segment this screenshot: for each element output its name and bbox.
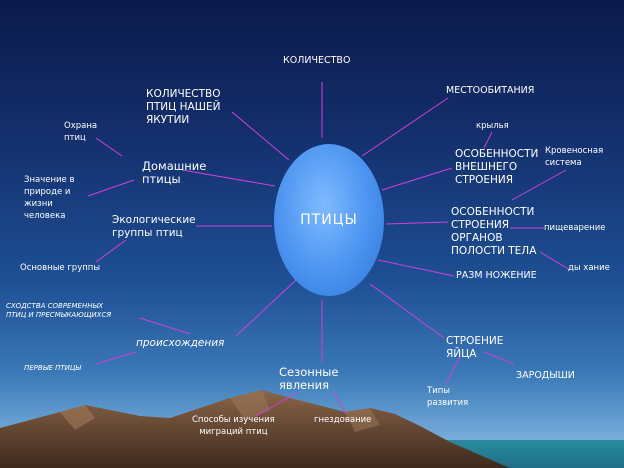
node-dykhanie[interactable]: ды хание bbox=[568, 263, 610, 273]
center-label: ПТИЦЫ bbox=[300, 212, 358, 228]
connector-mestoobitaniya bbox=[361, 97, 449, 157]
connector-kolichestvo-yakutii bbox=[231, 111, 290, 161]
node-krovenosnaya[interactable]: Кровеносная система bbox=[545, 146, 604, 168]
node-stroenie-yaytsa[interactable]: СТРОЕНИЕ ЯЙЦА bbox=[446, 335, 504, 360]
node-kolichestvo-yakutii[interactable]: КОЛИЧЕСТВО ПТИЦ НАШЕЙ ЯКУТИИ bbox=[146, 88, 221, 126]
node-zarodyshi[interactable]: ЗАРОДЫШИ bbox=[516, 370, 575, 381]
connector-proiskhozhdeniya bbox=[235, 279, 297, 337]
connector-stroenie bbox=[369, 283, 445, 339]
connector-okhrana bbox=[95, 137, 123, 157]
connector-krylya bbox=[483, 131, 493, 149]
node-tipy-razvitiya[interactable]: Типы развития bbox=[427, 386, 469, 408]
connector-vneshnego bbox=[381, 167, 453, 191]
node-mestoobitaniya[interactable]: МЕСТООБИТАНИЯ bbox=[446, 85, 535, 96]
node-pervye-ptitsy[interactable]: ПЕРВЫЕ ПТИЦЫ bbox=[24, 364, 82, 372]
node-proiskhozhdeniya[interactable]: происхождения bbox=[136, 337, 225, 349]
node-znachenie[interactable]: Значение в природе и жизни человека bbox=[24, 175, 75, 221]
connector-znachenie bbox=[87, 179, 135, 197]
connector-sposoby bbox=[255, 391, 299, 417]
node-skhodstva[interactable]: СХОДСТВА СОВРЕМЕННЫХ ПТИЦ И ПРЕСМЫКАЮЩИХ… bbox=[6, 302, 112, 319]
node-sezonnye[interactable]: Сезонные явления bbox=[279, 365, 339, 392]
connector-polosti bbox=[385, 221, 449, 225]
connector-osnovnye bbox=[95, 239, 127, 263]
node-kolichestvo[interactable]: КОЛИЧЕСТВО bbox=[283, 55, 351, 66]
connector-gnezdovanie bbox=[333, 391, 347, 415]
center-ellipse[interactable]: ПТИЦЫ bbox=[274, 144, 384, 296]
node-osnovnye-gruppy[interactable]: Основные группы bbox=[20, 263, 101, 273]
connector-krovenosnaya bbox=[511, 169, 567, 201]
node-sposoby[interactable]: Способы изучения миграций птиц bbox=[192, 415, 275, 437]
connector-pervye bbox=[95, 351, 137, 365]
node-razmnozhenie[interactable]: РАЗМ НОЖЕНИЕ bbox=[456, 270, 537, 281]
connector-domashnie bbox=[181, 169, 276, 187]
node-krylya[interactable]: крылья bbox=[476, 121, 509, 131]
node-ekologicheskie[interactable]: Экологические группы птиц bbox=[112, 214, 196, 239]
connector-razmnozhenie bbox=[377, 259, 455, 277]
connector-zarodyshi bbox=[483, 351, 515, 365]
connector-dykhanie bbox=[539, 251, 571, 271]
node-gnezdovanie[interactable]: гнездование bbox=[314, 415, 372, 425]
node-okhrana[interactable]: Охрана птиц bbox=[64, 121, 98, 143]
connector-tipy bbox=[445, 355, 461, 385]
node-pishchevarenie[interactable]: пищеварение bbox=[544, 223, 606, 233]
node-polosti[interactable]: ОСОБЕННОСТИ СТРОЕНИЯ ОРГАНОВ ПОЛОСТИ ТЕЛ… bbox=[451, 206, 537, 257]
node-vneshnego[interactable]: ОСОБЕННОСТИ ВНЕШНЕГО СТРОЕНИЯ bbox=[455, 148, 539, 186]
connector-skhodstva bbox=[139, 317, 191, 335]
node-domashnie[interactable]: Домашние птицы bbox=[142, 159, 207, 186]
